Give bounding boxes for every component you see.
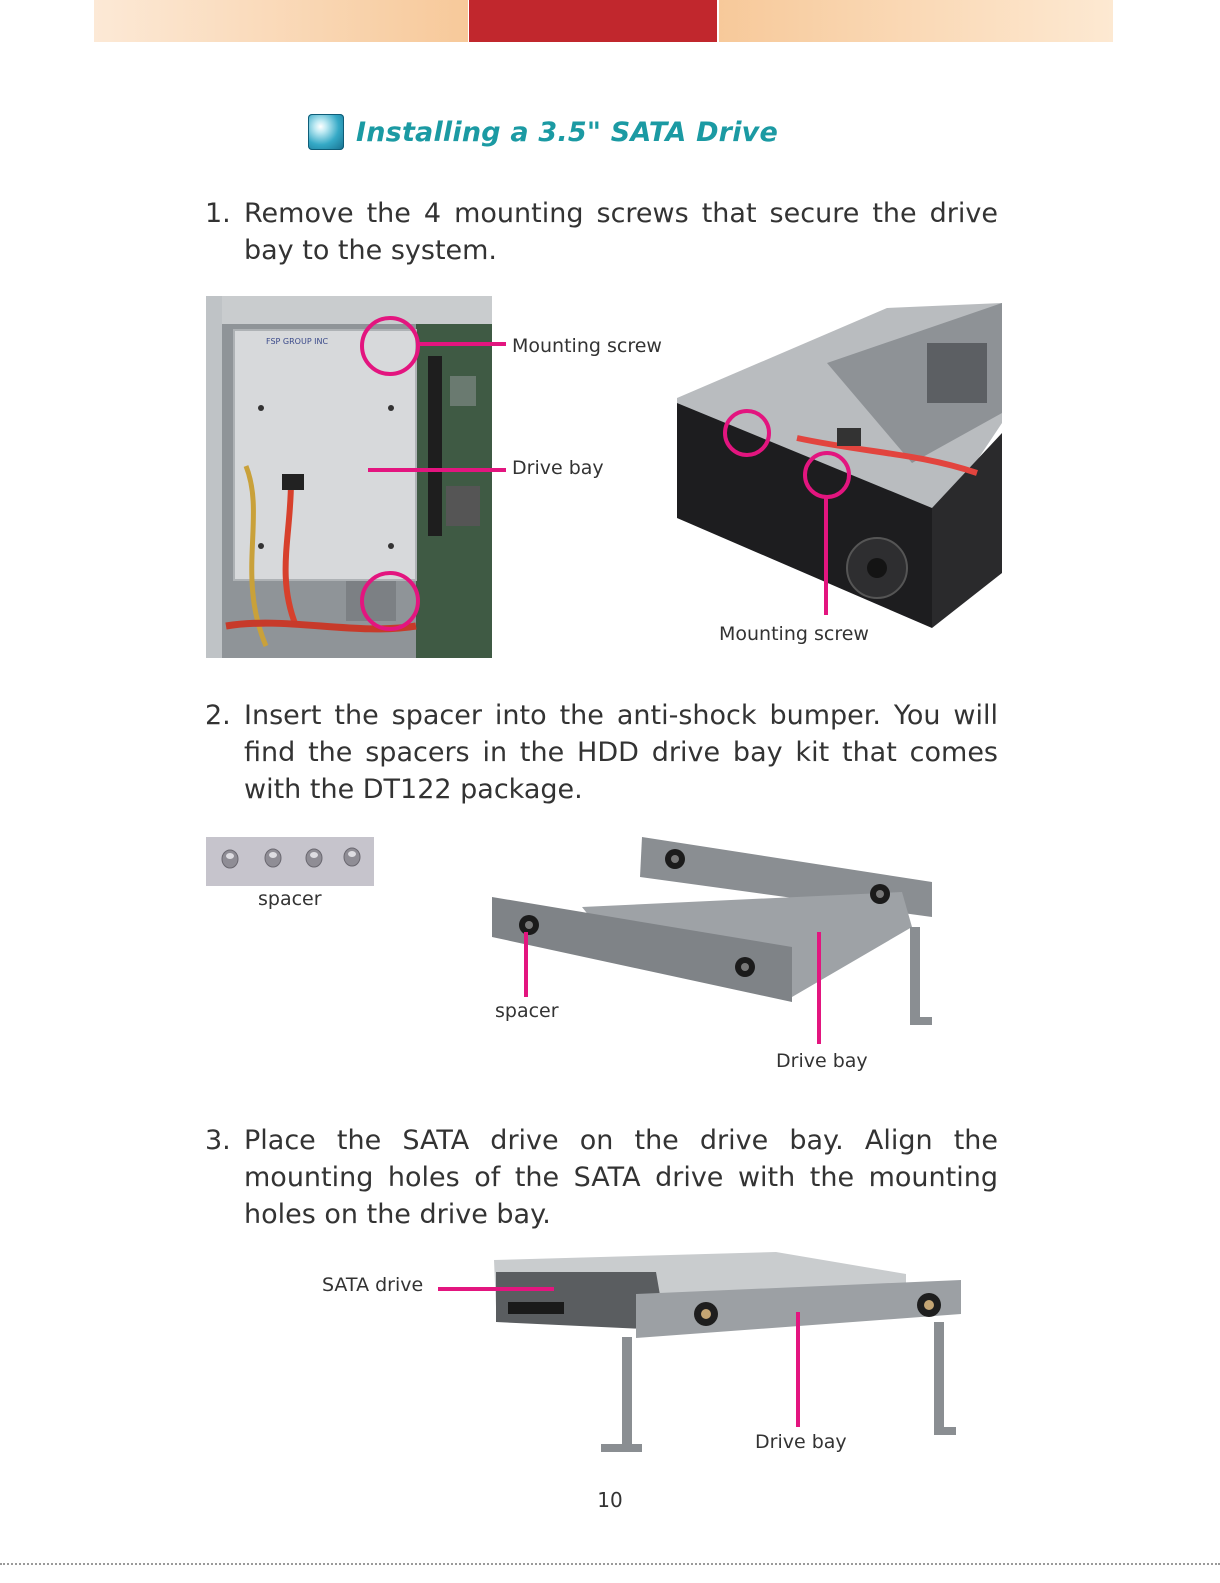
- label-mounting-screw-2: Mounting screw: [719, 623, 869, 645]
- callout-lines-fig1: [368, 342, 506, 472]
- header-banner: [94, 0, 1113, 42]
- label-sata-drive: SATA drive: [322, 1274, 424, 1296]
- section-heading: Installing a 3.5" SATA Drive: [308, 112, 778, 152]
- step-text: Remove the 4 mounting screws that secure…: [244, 198, 998, 266]
- label-spacer-small: spacer: [258, 888, 322, 910]
- callout-line-drive-bay-2: [817, 1026, 821, 1044]
- step-text: Place the SATA drive on the drive bay. A…: [244, 1125, 998, 1230]
- system-interior-photo: FSP GROUP INC: [206, 296, 492, 658]
- step-2: 2. Insert the spacer into the anti-shock…: [205, 697, 998, 808]
- step-number: 3.: [205, 1125, 231, 1156]
- banner-left-segment: [94, 0, 468, 42]
- label-mounting-screw: Mounting screw: [512, 335, 662, 357]
- sata-drive-on-bay-photo: [436, 1252, 972, 1457]
- chassis-photo: [677, 303, 1002, 633]
- bottom-dotted-rule: [0, 1563, 1220, 1565]
- disc-bullet-icon: [308, 114, 344, 150]
- step-1: 1. Remove the 4 mounting screws that sec…: [205, 195, 998, 269]
- label-spacer: spacer: [495, 1000, 559, 1022]
- label-drive-bay-3: Drive bay: [755, 1431, 847, 1453]
- step-number: 1.: [205, 198, 231, 229]
- step-number: 2.: [205, 700, 231, 731]
- step-3: 3. Place the SATA drive on the drive bay…: [205, 1122, 998, 1233]
- spacers-photo: [206, 837, 374, 886]
- svg-text:FSP GROUP INC: FSP GROUP INC: [266, 337, 329, 346]
- label-drive-bay: Drive bay: [512, 457, 604, 479]
- page-number: 10: [597, 1488, 623, 1512]
- drive-bay-photo: [492, 837, 944, 1027]
- section-title: Installing a 3.5" SATA Drive: [356, 116, 778, 148]
- step-text: Insert the spacer into the anti-shock bu…: [244, 700, 998, 805]
- banner-accent-segment: [469, 0, 717, 42]
- label-drive-bay-2: Drive bay: [776, 1050, 868, 1072]
- banner-right-segment: [719, 0, 1113, 42]
